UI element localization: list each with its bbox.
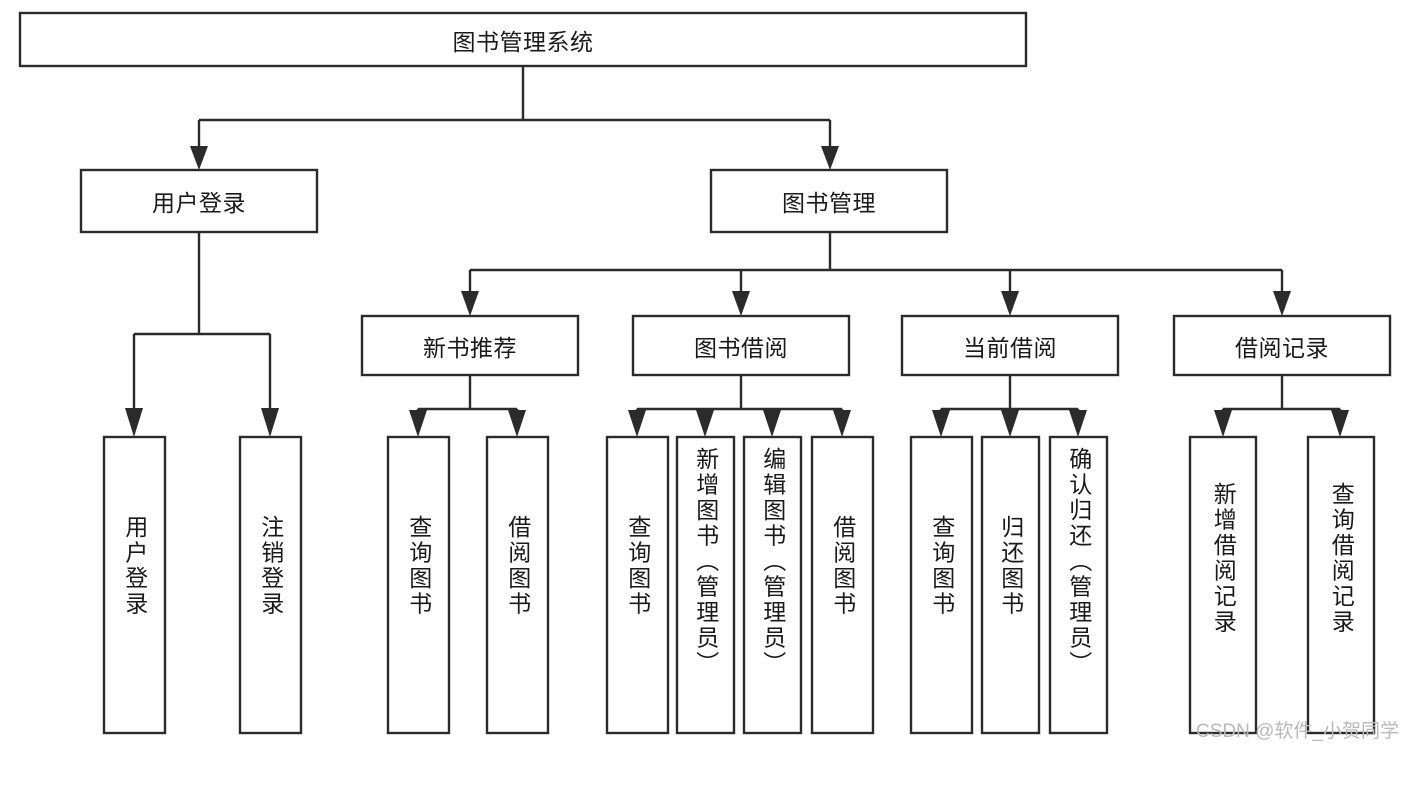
arrow-head-leaf-query-book-3 [932, 410, 950, 437]
arrow-head-new-book-recommend [461, 291, 479, 316]
connector-group-borrow-record [1214, 375, 1349, 437]
node-leaf-logout-login-box[interactable] [238, 435, 303, 735]
arrow-head-user-login [190, 146, 208, 170]
connector-group-new-book-recommend [409, 375, 526, 437]
connector-group-book-borrow [628, 375, 851, 437]
connector-group-current-borrow [932, 375, 1087, 437]
node-leaf-return-book-box[interactable] [980, 435, 1041, 735]
node-leaf-borrow-book-1-box[interactable] [485, 435, 550, 735]
arrow-head-leaf-query-book-2 [628, 410, 646, 437]
node-book-management-box[interactable] [709, 168, 949, 234]
arrow-head-leaf-edit-book [763, 410, 781, 437]
flowchart-canvas: 图书管理系统 用户登录 图书管理 新书推荐 图书借阅 当前借阅 借阅记录 用户登… [18, 11, 1399, 742]
connector-group-root [190, 66, 839, 170]
node-root-box[interactable] [18, 11, 1028, 68]
flowchart-svg [18, 11, 1392, 735]
connector-group-book-management [461, 232, 1291, 316]
node-user-login-box[interactable] [79, 168, 319, 234]
node-leaf-query-book-3-box[interactable] [909, 435, 974, 735]
node-leaf-query-record-box[interactable] [1306, 435, 1376, 735]
arrow-head-leaf-add-record [1214, 410, 1232, 437]
node-leaf-query-book-1-box[interactable] [386, 435, 451, 735]
node-new-book-recommend-box[interactable] [360, 314, 580, 377]
arrow-head-book-borrow [732, 291, 750, 316]
node-leaf-query-book-2-box[interactable] [605, 435, 670, 735]
arrow-head-borrow-record [1273, 291, 1291, 316]
arrow-head-leaf-borrow-book-1 [508, 410, 526, 437]
node-leaf-edit-book-box[interactable] [742, 435, 803, 735]
arrow-head-leaf-query-record [1331, 410, 1349, 437]
arrow-head-book-management [821, 146, 839, 170]
node-book-borrow-box[interactable] [631, 314, 851, 377]
arrow-head-leaf-add-book [696, 410, 714, 437]
node-leaf-add-record-box[interactable] [1188, 435, 1258, 735]
arrow-head-leaf-user-login [125, 408, 143, 437]
arrow-head-leaf-confirm-return [1069, 410, 1087, 437]
arrow-head-current-borrow [1001, 291, 1019, 316]
arrow-head-leaf-query-book-1 [409, 410, 427, 437]
node-leaf-confirm-return-box[interactable] [1048, 435, 1109, 735]
node-leaf-user-login-box[interactable] [102, 435, 167, 735]
connector-group-user-login [125, 232, 279, 437]
arrow-head-leaf-logout-login [261, 408, 279, 437]
node-borrow-record-box[interactable] [1172, 314, 1392, 377]
node-current-borrow-box[interactable] [900, 314, 1120, 377]
node-leaf-borrow-book-2-box[interactable] [810, 435, 875, 735]
arrow-head-leaf-return-book [1001, 410, 1019, 437]
arrow-head-leaf-borrow-book-2 [833, 410, 851, 437]
node-leaf-add-book-box[interactable] [675, 435, 736, 735]
